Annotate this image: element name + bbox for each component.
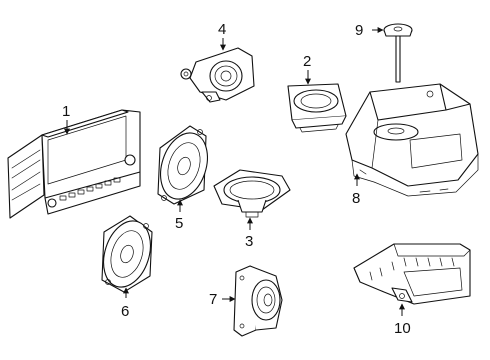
part-3-ring-speaker xyxy=(213,169,291,218)
display-button-row xyxy=(59,177,121,201)
part-4-tweeter-speaker xyxy=(180,47,255,103)
part-1-display-unit xyxy=(7,109,141,219)
part-10-amplifier xyxy=(353,243,471,305)
callout-3: 3 xyxy=(245,233,253,250)
callout-8: 8 xyxy=(352,190,360,207)
part-9-mounting-pin xyxy=(383,23,413,83)
part-6-round-speaker xyxy=(101,215,153,293)
callout-9: 9 xyxy=(355,22,363,39)
callout-7: 7 xyxy=(209,291,217,308)
callout-2: 2 xyxy=(303,53,311,70)
callout-5: 5 xyxy=(175,215,183,232)
callout-1: 1 xyxy=(62,103,70,120)
callout-6: 6 xyxy=(121,303,129,320)
part-8-subwoofer-enclosure xyxy=(345,83,479,197)
callout-4: 4 xyxy=(218,21,226,38)
part-2-square-speaker xyxy=(287,83,347,133)
part-5-door-speaker xyxy=(157,125,208,205)
callout-10: 10 xyxy=(394,320,411,337)
part-7-rect-speaker xyxy=(233,265,283,337)
